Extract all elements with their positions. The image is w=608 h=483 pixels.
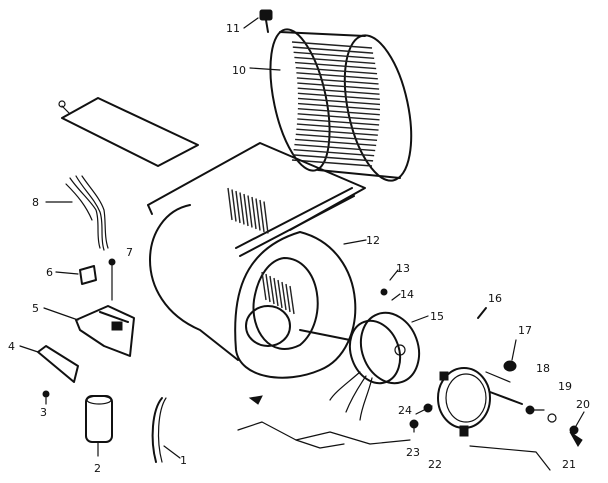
- hardware-18: [525, 405, 545, 415]
- screw: [42, 390, 50, 398]
- callout-24: 24: [398, 404, 412, 417]
- callout-21: 21: [562, 458, 576, 471]
- top-cut-off-plate: [58, 97, 199, 167]
- leader-lines: [19, 17, 433, 459]
- hardware-19: [547, 413, 557, 423]
- blower-motor: [299, 311, 421, 421]
- callout-2: 2: [94, 462, 101, 475]
- callout-15: 15: [430, 310, 444, 323]
- callout-1: 1: [180, 454, 187, 467]
- callout-8: 8: [32, 196, 39, 209]
- mounting-screw: [108, 258, 116, 301]
- callout-17: 17: [518, 324, 532, 337]
- callout-14: 14: [400, 288, 414, 301]
- capacitor: [85, 395, 113, 443]
- hardware-16: [477, 307, 487, 319]
- callout-11: 11: [226, 22, 240, 35]
- control-box: [75, 305, 135, 357]
- callout-labels: 1 2 3 4 5 6 7 8 10 11 12 13 14 15 16 17 …: [8, 22, 590, 475]
- callout-23: 23: [406, 446, 420, 459]
- callout-16: 16: [488, 292, 502, 305]
- hardware-17: [503, 339, 517, 372]
- blower-wheel: [269, 28, 413, 182]
- base-outline: [237, 421, 551, 471]
- relay-clip: [79, 265, 97, 285]
- callout-10: 10: [232, 64, 246, 77]
- housing-screw: [380, 288, 388, 296]
- callout-12: 12: [366, 234, 380, 247]
- callout-13: 13: [396, 262, 410, 275]
- callout-6: 6: [46, 266, 53, 279]
- motor-mount-band: [437, 367, 523, 437]
- wheel-set-screw: [259, 9, 273, 33]
- wiring-harness: [65, 175, 109, 251]
- blower-housing: [147, 142, 366, 379]
- callout-18: 18: [536, 362, 550, 375]
- callout-7: 7: [126, 246, 133, 259]
- callout-5: 5: [32, 302, 39, 315]
- callout-19: 19: [558, 380, 572, 393]
- cover-plate: [37, 345, 79, 383]
- hardware-20: [569, 411, 585, 435]
- capacitor-strap: [151, 397, 167, 463]
- callout-20: 20: [576, 398, 590, 411]
- callout-3: 3: [40, 406, 47, 419]
- callout-22: 22: [428, 458, 442, 471]
- callout-4: 4: [8, 340, 15, 353]
- loose-fastener: [248, 395, 263, 405]
- hardware-21: [569, 431, 583, 447]
